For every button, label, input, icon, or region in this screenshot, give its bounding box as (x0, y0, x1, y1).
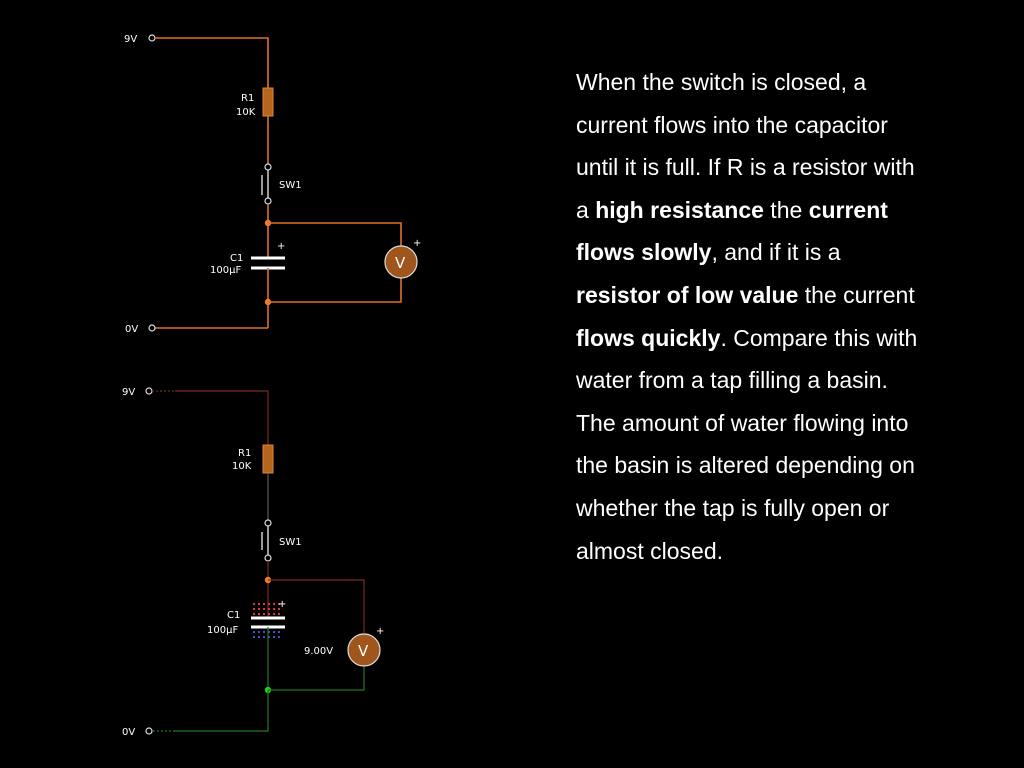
wire-9v-bottom (175, 390, 269, 445)
resistor-value-top: 10K (236, 107, 256, 118)
explanation-part-4: the current (798, 281, 915, 308)
wire-meter-top-upper (268, 222, 402, 246)
switch-name-top: SW1 (279, 180, 302, 191)
emphasis-high-resistance: high resistance (595, 196, 764, 223)
switch-terminal-top-b (264, 197, 272, 205)
voltmeter-top[interactable] (384, 245, 418, 279)
resistor-value-bottom: 10K (232, 461, 252, 472)
emphasis-current-flows-slowly: current flows slowly (576, 196, 888, 266)
explanation-part-3: , and if it is a (711, 239, 841, 266)
voltmeter-symbol-top: V (395, 254, 406, 272)
explanation-part-5: . Compare this with water from a tap fil… (576, 324, 918, 564)
resistor-name-bottom: R1 (238, 448, 251, 459)
emphasis-resistor-of-low-value: resistor of low value (576, 281, 799, 308)
capacitor-charge-dots-negative (253, 631, 280, 638)
capacitor-name-top: C1 (230, 253, 243, 264)
explanation-part-1: When the switch is closed, a current flo… (576, 69, 915, 223)
voltmeter-plus-top: + (413, 238, 421, 249)
emphasis-flows-quickly: flows quickly (576, 324, 721, 351)
circuit-bottom: 9V R1 10K SW1 + C1 100µF (122, 387, 384, 738)
terminal-0v-bottom[interactable] (145, 727, 153, 735)
supply-high-label-bottom: 9V (122, 387, 135, 398)
voltmeter-plus-bottom: + (376, 626, 384, 637)
terminal-0v-top[interactable] (148, 324, 156, 332)
circuit-diagram: 9V R1 10K SW1 + C1 100µF V + 0V (122, 34, 421, 738)
voltmeter-symbol-bottom: V (358, 642, 369, 660)
switch-terminal-bottom-b (264, 554, 272, 562)
wire-meter-bottom-upper (268, 579, 365, 633)
wire-0v-bottom (175, 690, 269, 732)
wire-meter-bottom-lower (268, 666, 365, 691)
capacitor-value-top: 100µF (210, 265, 241, 276)
voltmeter-reading-bottom: 9.00V (304, 646, 333, 657)
voltmeter-bottom[interactable] (347, 633, 381, 667)
capacitor-plus-bottom: + (278, 599, 286, 610)
resistor-r1-top[interactable] (262, 87, 274, 117)
switch-terminal-bottom-a (264, 519, 272, 527)
switch-terminal-top-a (264, 163, 272, 171)
circuit-top: 9V R1 10K SW1 + C1 100µF V + 0V (124, 34, 421, 335)
capacitor-value-bottom: 100µF (207, 625, 238, 636)
supply-low-label-top: 0V (125, 324, 138, 335)
capacitor-plus-top: + (277, 241, 285, 252)
terminal-9v-bottom[interactable] (145, 387, 153, 395)
capacitor-charge-dots-positive (253, 603, 280, 615)
resistor-r1-bottom[interactable] (262, 444, 274, 474)
wire-meter-top-lower (268, 278, 402, 303)
supply-high-label-top: 9V (124, 34, 137, 45)
explanation-text: When the switch is closed, a current flo… (576, 61, 921, 572)
explanation-part-2: the (763, 196, 809, 223)
capacitor-name-bottom: C1 (227, 610, 240, 621)
wire-9v-top (155, 37, 269, 88)
resistor-name-top: R1 (241, 93, 254, 104)
switch-name-bottom: SW1 (279, 537, 302, 548)
terminal-9v-top[interactable] (148, 34, 156, 42)
supply-low-label-bottom: 0V (122, 727, 135, 738)
